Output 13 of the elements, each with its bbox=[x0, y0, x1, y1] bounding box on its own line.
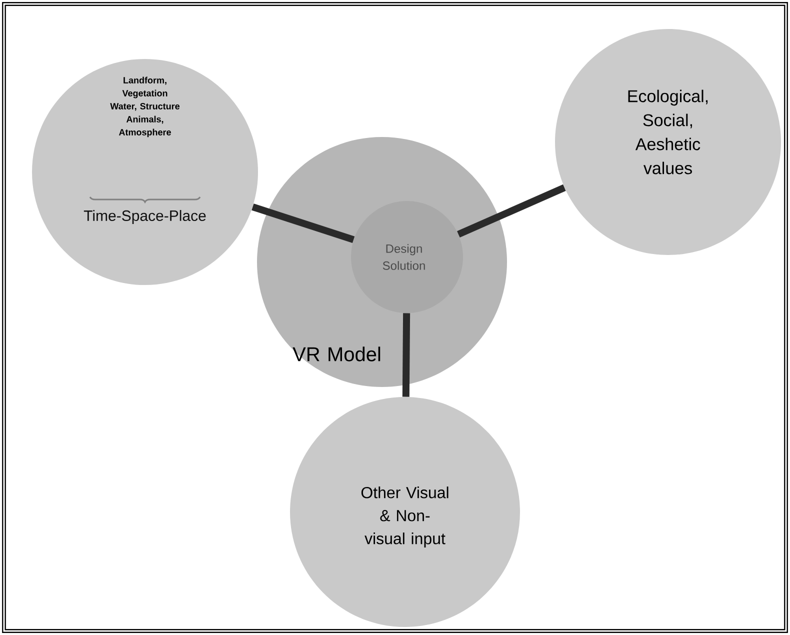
node-text: Time-Space-Place bbox=[84, 210, 206, 224]
inner-circle bbox=[351, 201, 463, 313]
circle-node bbox=[555, 29, 781, 255]
node-text: Other Visual & Non-visual input bbox=[361, 486, 448, 548]
node-text: Landform, Vegetation Water, Structure Animals, Atmosphere bbox=[110, 76, 180, 138]
connector-bar bbox=[402, 313, 410, 397]
connector-bar bbox=[252, 204, 355, 243]
circle-node bbox=[290, 397, 520, 627]
node-text: Ecological, Social, Aeshetic values bbox=[628, 90, 708, 174]
connector-bar bbox=[457, 184, 566, 238]
node-text: VR Model bbox=[292, 346, 380, 362]
circle-node bbox=[32, 59, 258, 285]
node-text: Design Solution bbox=[382, 244, 425, 270]
